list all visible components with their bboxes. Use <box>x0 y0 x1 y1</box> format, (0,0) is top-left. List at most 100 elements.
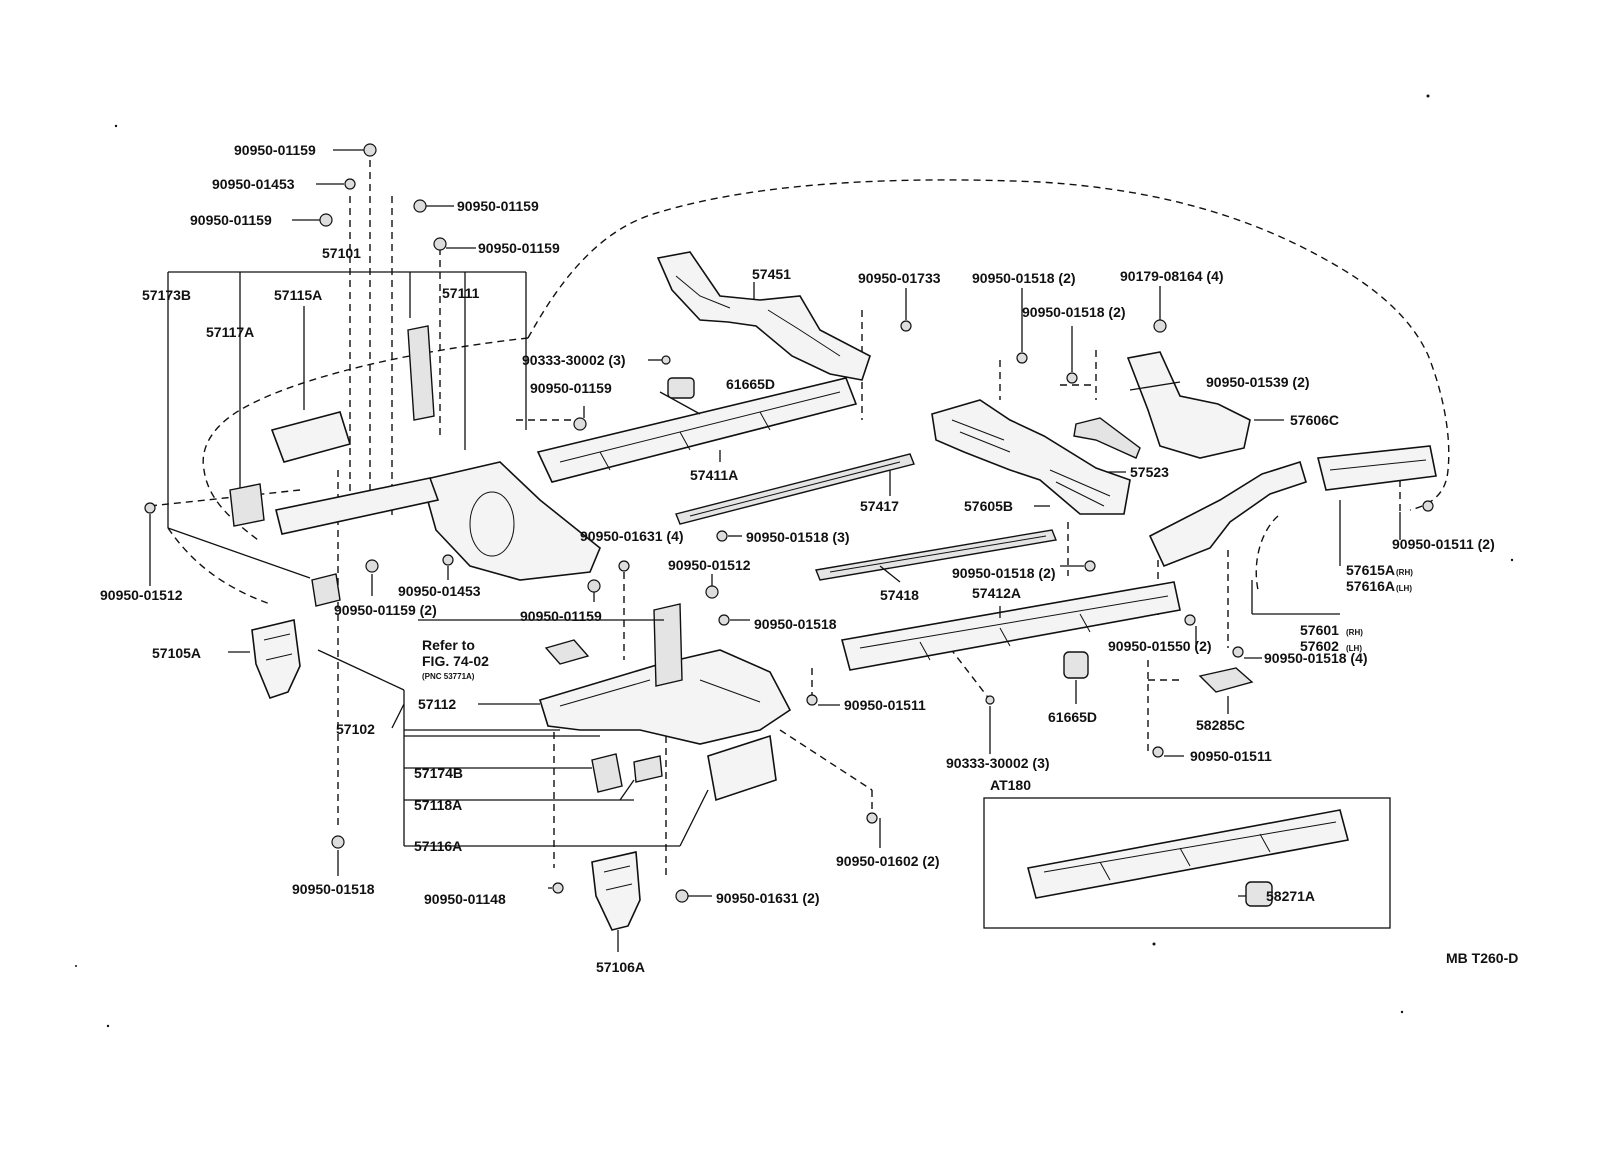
part-57601-rear-rail <box>1148 445 1437 568</box>
label-fastener: 90333-30002 (3) <box>522 352 626 368</box>
label-fastener: 90950-01512 <box>668 557 751 573</box>
part-57101-frame <box>275 477 440 607</box>
fastener-marks <box>144 143 1434 903</box>
label-fastener: 90950-01518 (2) <box>972 270 1076 286</box>
label-fastener: 90950-01159 <box>190 212 272 228</box>
at180-inset-frame <box>983 797 1391 929</box>
label-side: (LH) <box>1396 584 1412 593</box>
label-part: 57602 <box>1300 638 1339 654</box>
label-fastener: 90950-01511 <box>1190 748 1272 764</box>
label-fastener: 90950-01518 (2) <box>1022 304 1126 320</box>
part-57451-crossmember <box>656 251 871 381</box>
label-fastener: 90950-01453 <box>398 583 481 599</box>
label-fastener: 90950-01733 <box>858 270 941 286</box>
part-57111-apron <box>407 325 601 581</box>
label-fastener: 90950-01518 <box>754 616 837 632</box>
label-fastener: 90950-01518 <box>292 881 375 897</box>
label-part: 57417 <box>860 498 899 514</box>
label-part: 57523 <box>1130 464 1169 480</box>
label-side: (LH) <box>1346 644 1362 653</box>
part-57411A-rail <box>536 377 858 483</box>
at180-plug-part <box>1245 881 1273 907</box>
label-part: 57118A <box>414 797 462 813</box>
label-part: 57112 <box>418 696 456 712</box>
label-fastener: 90950-01518 (2) <box>952 565 1056 581</box>
label-part: 61665D <box>1048 709 1097 725</box>
label-fastener: 90950-01159 <box>520 608 602 624</box>
label-part: 57615A <box>1346 562 1395 578</box>
at180-rail-part <box>1027 809 1349 899</box>
corner-code: MB T260-D <box>1446 950 1518 966</box>
part-57118A-bracket <box>633 755 663 783</box>
label-fastener: 90950-01148 <box>424 891 506 907</box>
inset-title: AT180 <box>990 777 1031 793</box>
label-part: 57418 <box>880 587 919 603</box>
part-57606C-bracket <box>1126 351 1251 459</box>
part-58285C-pad <box>1198 667 1254 693</box>
label-fastener: 90950-01159 <box>457 198 539 214</box>
label-fastener: 90950-01512 <box>100 587 183 603</box>
part-57174B-bracket <box>591 753 623 793</box>
label-fastener: 90950-01159 (2) <box>334 602 437 618</box>
label-part: 58285C <box>1196 717 1245 733</box>
label-part: 57451 <box>752 266 791 282</box>
label-part: 58271A <box>1266 888 1315 904</box>
label-fastener: 90950-01159 <box>530 380 612 396</box>
label-fastener: 90950-01518 (4) <box>1264 650 1368 666</box>
label-part: 57105A <box>152 645 201 661</box>
label-fastener: 90950-01159 <box>234 142 316 158</box>
part-57112-side-member <box>538 603 792 745</box>
label-fastener: 90950-01631 (2) <box>716 890 820 906</box>
label-part: 57115A <box>274 287 322 303</box>
part-57173B-bracket <box>229 483 265 527</box>
label-part: 57117A <box>206 324 254 340</box>
left-group-bracket <box>167 271 527 579</box>
label-fastener: 90950-01550 (2) <box>1108 638 1212 654</box>
part-57116A-panel <box>707 734 777 802</box>
label-part: 57173B <box>142 287 191 303</box>
part-57605B-floor-pan <box>931 399 1131 515</box>
label-part: 57605B <box>964 498 1013 514</box>
part-61665D-plugs <box>667 377 1089 679</box>
refer-note-line1: Refer to <box>422 637 475 653</box>
label-part: 57116A <box>414 838 462 854</box>
label-part: 57106A <box>596 959 645 975</box>
part-refer-bracket <box>544 639 590 665</box>
label-fastener: 90950-01511 <box>844 697 926 713</box>
leader-lines <box>149 149 1401 952</box>
label-fastener: 90950-01159 <box>478 240 560 256</box>
label-part: 57111 <box>442 285 480 301</box>
label-side: (RH) <box>1346 628 1363 637</box>
label-fastener: 90950-01539 (2) <box>1206 374 1310 390</box>
part-labels: 90950-01159 90950-01453 90950-01159 9095… <box>100 142 1518 975</box>
at180-inset: AT180 <box>983 777 1391 929</box>
label-part: 57101 <box>322 245 361 261</box>
label-fastener: 90950-01631 (4) <box>580 528 684 544</box>
label-side: (RH) <box>1396 568 1413 577</box>
label-fastener: 90950-01511 (2) <box>1392 536 1495 552</box>
label-fastener: 90950-01518 (3) <box>746 529 850 545</box>
label-fastener: 90333-30002 (3) <box>946 755 1050 771</box>
label-part: 57174B <box>414 765 463 781</box>
label-fastener: 90179-08164 (4) <box>1120 268 1224 284</box>
part-57105A-gusset <box>251 619 301 699</box>
part-57412A-rail <box>841 581 1181 671</box>
part-57115A-panel <box>270 411 352 463</box>
label-part: 57616A <box>1346 578 1395 594</box>
part-57106A-gusset <box>591 851 641 931</box>
label-fastener: 90950-01453 <box>212 176 295 192</box>
label-part: 57412A <box>972 585 1021 601</box>
refer-note-line3: (PNC 53771A) <box>422 672 475 681</box>
part-57523-brace <box>1073 417 1141 459</box>
scan-specks <box>75 94 1514 1028</box>
part-57418-strip <box>815 529 1057 581</box>
label-part: 57411A <box>690 467 738 483</box>
label-part: 57601 <box>1300 622 1339 638</box>
label-part: 57102 <box>336 721 375 737</box>
label-part: 57606C <box>1290 412 1339 428</box>
refer-note-line2: FIG. 74-02 <box>422 653 489 669</box>
part-57417-strip <box>675 453 915 525</box>
label-fastener: 90950-01602 (2) <box>836 853 940 869</box>
